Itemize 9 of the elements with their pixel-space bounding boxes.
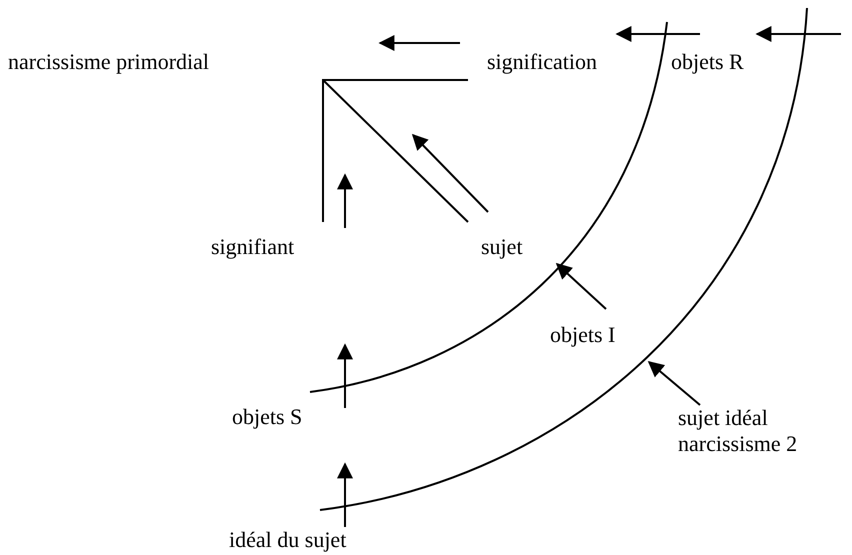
text-label: idéal du sujet (229, 527, 346, 552)
text-label: sujet (481, 234, 523, 259)
text-label: objets I (550, 322, 616, 347)
text-label: sujet idéal narcissisme 2 (678, 405, 798, 456)
text-label: objets R (671, 49, 744, 74)
text-label: signification (487, 49, 597, 74)
text-label: signifiant (211, 234, 294, 259)
text-label: narcissisme primordial (8, 49, 210, 74)
text-label: objets S (232, 404, 302, 429)
